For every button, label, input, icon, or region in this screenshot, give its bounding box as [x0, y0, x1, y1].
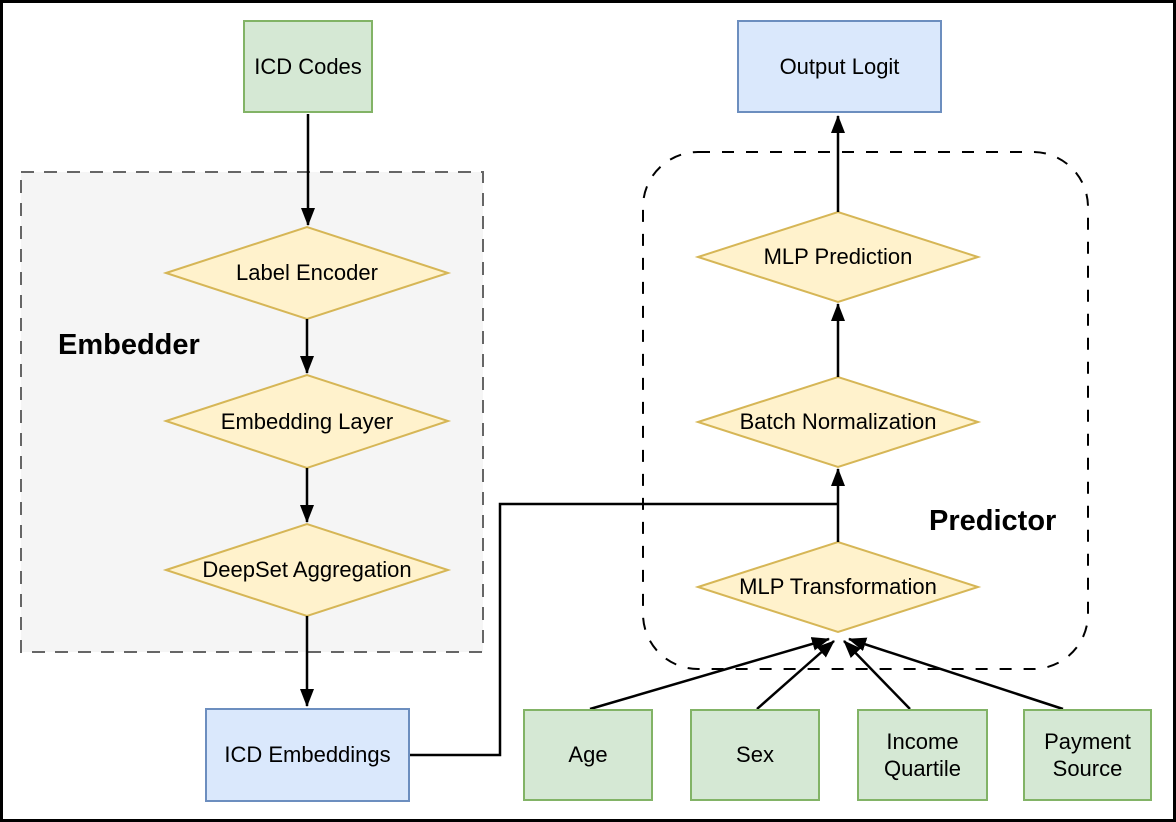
edge-incomequartile-mlptransformation	[843, 640, 911, 710]
mlp-transformation-diamond	[694, 540, 982, 634]
node-income-quartile: Income Quartile	[857, 709, 988, 801]
predictor-group-box	[642, 151, 1089, 670]
node-age: Age	[523, 709, 653, 801]
node-icd-codes: ICD Codes	[243, 20, 373, 113]
node-output-logit: Output Logit	[737, 20, 942, 113]
node-sex: Sex	[690, 709, 820, 801]
deepset-aggregation-diamond	[162, 522, 452, 618]
node-payment-source: Payment Source	[1023, 709, 1152, 801]
batch-normalization-diamond	[694, 375, 982, 469]
edge-icdembeddings-predictor	[410, 502, 838, 757]
label-encoder-diamond	[162, 225, 452, 321]
edge-sex-mlptransformation	[756, 640, 835, 710]
edge-paymentsource-mlptransformation	[848, 637, 1064, 711]
predictor-group-label: Predictor	[929, 505, 1057, 537]
embedder-group-label: Embedder	[58, 329, 200, 361]
embedding-layer-diamond	[162, 373, 452, 470]
mlp-prediction-diamond	[694, 210, 982, 304]
edge-age-mlptransformation	[589, 637, 830, 711]
node-icd-embeddings: ICD Embeddings	[205, 708, 410, 802]
